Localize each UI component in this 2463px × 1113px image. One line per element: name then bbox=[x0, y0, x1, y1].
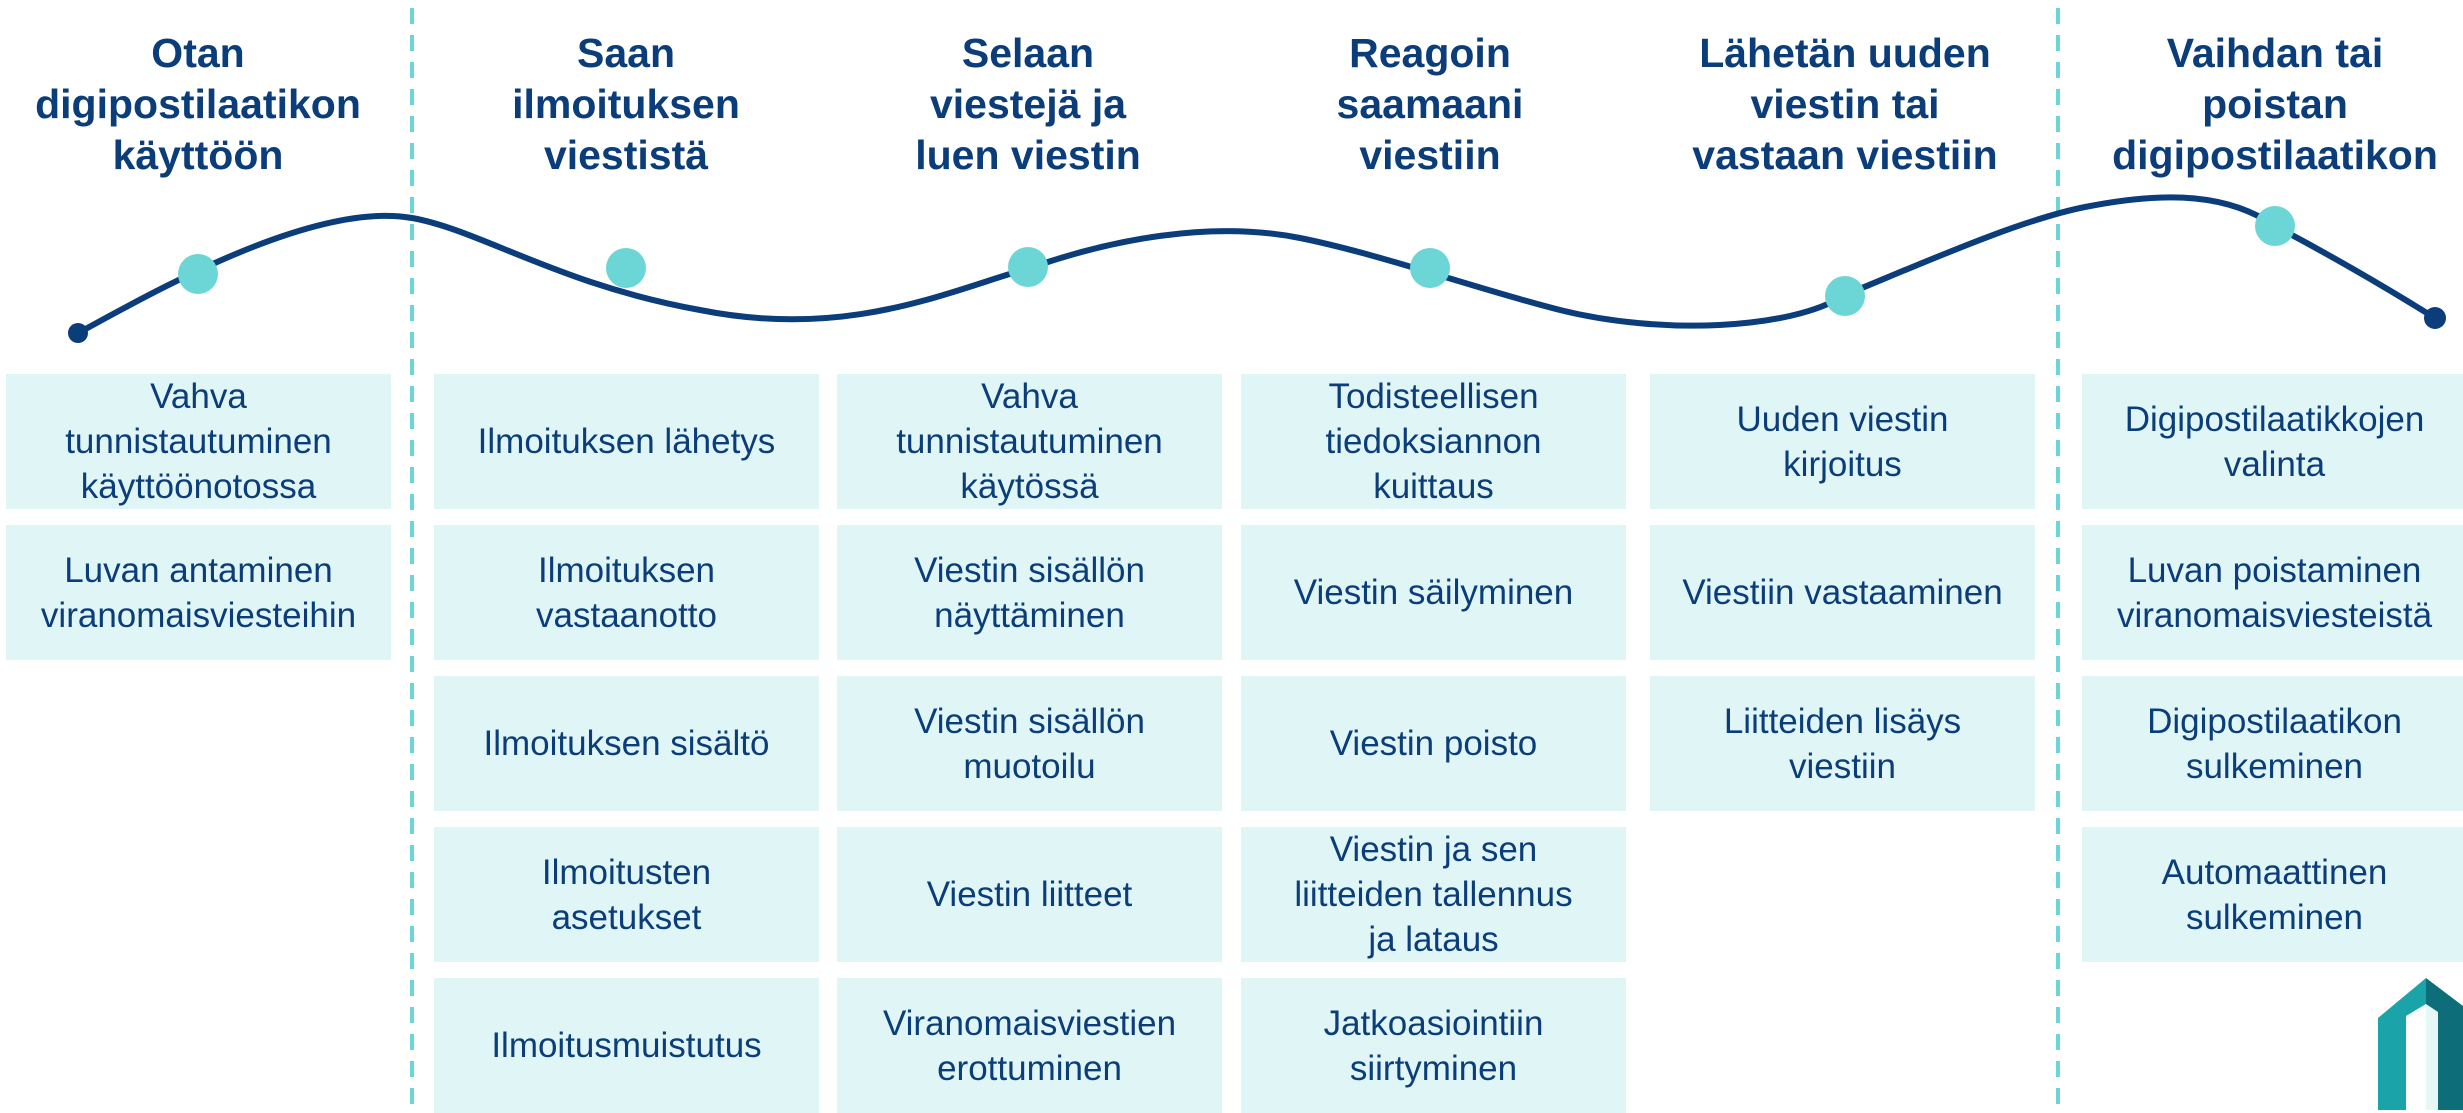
feature-label: Ilmoituksen sisältö bbox=[483, 724, 770, 763]
stage-1-title: Otan digipostilaatikon käyttöön bbox=[35, 30, 361, 178]
journey-end-point bbox=[2424, 307, 2446, 329]
stage-6-title: Vaihdan tai poistan digipostilaatikon bbox=[2112, 30, 2438, 178]
stage-2-item-2: Ilmoituksen vastaanotto bbox=[434, 525, 819, 660]
stage-6-item-1: Digipostilaatikkojen valinta bbox=[2082, 374, 2463, 509]
stage-3-marker bbox=[1008, 247, 1048, 287]
stage-1-item-2: Luvan antaminen viranomaisviesteihin bbox=[6, 525, 391, 660]
stage-3-title: Selaan viestejä ja luen viestin bbox=[915, 30, 1141, 178]
stage-3-item-4: Viestin liitteet bbox=[837, 827, 1222, 962]
stage-2-title: Saan ilmoituksen viestistä bbox=[512, 30, 740, 178]
feature-label: Jatkoasiointiin siirtyminen bbox=[1323, 1003, 1544, 1088]
feature-label: Viestin poisto bbox=[1329, 724, 1538, 763]
feature-label: Digipostilaatikon sulkeminen bbox=[2147, 701, 2402, 786]
stage-6-item-2: Luvan poistaminen viranomaisviesteistä bbox=[2082, 525, 2463, 660]
stage-1-marker bbox=[178, 254, 218, 294]
stage-4-item-5: Jatkoasiointiin siirtyminen bbox=[1241, 978, 1626, 1113]
logo-icon bbox=[2378, 978, 2463, 1110]
feature-label: Ilmoitusten asetukset bbox=[541, 852, 712, 937]
journey-start-point bbox=[68, 323, 88, 343]
stage-2-item-1: Ilmoituksen lähetys bbox=[434, 374, 819, 509]
stage-5-item-1: Uuden viestin kirjoitus bbox=[1650, 374, 2035, 509]
feature-label: Uuden viestin kirjoitus bbox=[1736, 399, 1949, 484]
feature-label: Viestiin vastaaminen bbox=[1682, 573, 2003, 612]
stage-6-item-4: Automaattinen sulkeminen bbox=[2082, 827, 2463, 962]
feature-label: Viranomaisviestien erottuminen bbox=[882, 1003, 1177, 1088]
feature-label: Digipostilaatikkojen valinta bbox=[2124, 399, 2425, 484]
feature-label: Luvan poistaminen viranomaisviesteistä bbox=[2116, 550, 2433, 635]
journey-curve bbox=[76, 194, 2437, 336]
stage-1-item-1: Vahva tunnistautuminen käyttöönotossa bbox=[6, 374, 391, 509]
stage-5-item-2: Viestiin vastaaminen bbox=[1650, 525, 2035, 660]
stage-4-marker bbox=[1410, 248, 1450, 288]
stage-4-item-4: Viestin ja sen liitteiden tallennus ja l… bbox=[1241, 827, 1626, 962]
stage-2-item-3: Ilmoituksen sisältö bbox=[434, 676, 819, 811]
stage-2-marker bbox=[606, 248, 646, 288]
stage-3-item-2: Viestin sisällön näyttäminen bbox=[837, 525, 1222, 660]
stage-6-item-3: Digipostilaatikon sulkeminen bbox=[2082, 676, 2463, 811]
feature-label: Liitteiden lisäys viestiin bbox=[1723, 701, 1962, 786]
stage-3-item-3: Viestin sisällön muotoilu bbox=[837, 676, 1222, 811]
stage-6-marker bbox=[2255, 206, 2295, 246]
feature-label: Viestin liitteet bbox=[926, 875, 1133, 914]
stage-4-title: Reagoin saamaani viestiin bbox=[1336, 30, 1524, 178]
stage-5-item-3: Liitteiden lisäys viestiin bbox=[1650, 676, 2035, 811]
stage-3-item-5: Viranomaisviestien erottuminen bbox=[837, 978, 1222, 1113]
feature-label: Automaattinen sulkeminen bbox=[2161, 852, 2388, 937]
feature-label: Viestin ja sen liitteiden tallennus ja l… bbox=[1294, 830, 1573, 959]
feature-label: Ilmoituksen lähetys bbox=[477, 422, 776, 461]
feature-label: Viestin sisällön muotoilu bbox=[914, 701, 1145, 786]
stage-5-title: Lähetän uuden viestin tai vastaan viesti… bbox=[1692, 30, 1998, 178]
stage-4-item-3: Viestin poisto bbox=[1241, 676, 1626, 811]
feature-label: Ilmoituksen vastaanotto bbox=[536, 550, 717, 635]
feature-label: Ilmoitusmuistutus bbox=[491, 1026, 762, 1065]
stage-4-item-2: Viestin säilyminen bbox=[1241, 525, 1626, 660]
feature-label: Vahva tunnistautuminen käyttöönotossa bbox=[65, 377, 332, 506]
feature-label: Vahva tunnistautuminen käytössä bbox=[896, 377, 1163, 506]
stage-3-item-1: Vahva tunnistautuminen käytössä bbox=[837, 374, 1222, 509]
stage-2-item-4: Ilmoitusten asetukset bbox=[434, 827, 819, 962]
stage-4-item-1: Todisteellisen tiedoksiannon kuittaus bbox=[1241, 374, 1626, 509]
feature-label: Todisteellisen tiedoksiannon kuittaus bbox=[1325, 377, 1542, 506]
feature-label: Viestin säilyminen bbox=[1293, 573, 1574, 612]
feature-label: Luvan antaminen viranomaisviesteihin bbox=[40, 550, 357, 635]
stage-5-marker bbox=[1825, 276, 1865, 316]
feature-label: Viestin sisällön näyttäminen bbox=[914, 550, 1145, 635]
stage-2-item-5: Ilmoitusmuistutus bbox=[434, 978, 819, 1113]
